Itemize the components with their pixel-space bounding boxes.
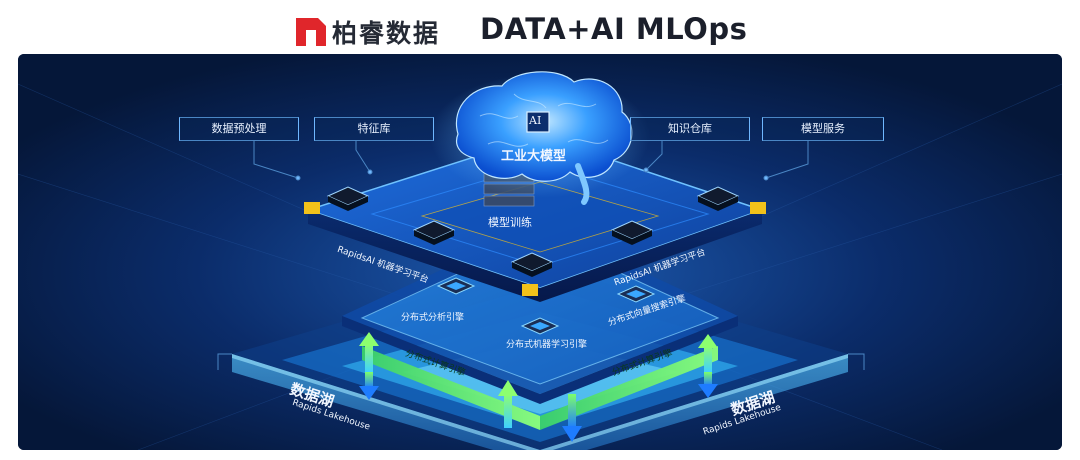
chip-ml-icon [520, 317, 560, 335]
cpu-chip-icon [412, 220, 456, 245]
flow-arrows [359, 332, 718, 442]
callout-connectors [217, 140, 865, 370]
arrow-up-icon [698, 334, 718, 372]
corner-block [522, 284, 538, 296]
arrow-down-icon [562, 394, 582, 442]
callout-model-service: 模型服务 [762, 117, 884, 141]
callout-feature-store: 特征库 [314, 117, 434, 141]
arrow-up-icon [359, 332, 379, 372]
product-name: DATA+AI MLOps [480, 12, 748, 46]
architecture-diagram [18, 54, 1062, 450]
corner-block [750, 202, 766, 214]
arrow-down-icon [359, 372, 379, 400]
header: 柏睿数据 DATA+AI MLOps [0, 0, 1080, 58]
callout-knowledge-base: 知识仓库 [630, 117, 750, 141]
arrow-up-icon [498, 380, 518, 428]
brand-name: 柏睿数据 [332, 19, 441, 48]
brand-logo-icon [296, 18, 326, 46]
chip-analysis-icon [436, 277, 476, 295]
platform-layer [304, 135, 766, 302]
model-training-label: 模型训练 [488, 216, 532, 229]
cpu-chip-icon [696, 186, 740, 211]
engine-layer [342, 224, 738, 430]
engine-chips [436, 277, 656, 335]
platform-chips [326, 186, 740, 277]
ai-chip-label: AI [529, 114, 542, 127]
corner-block [304, 202, 320, 214]
cpu-chip-icon [326, 186, 370, 211]
chip-vector-icon [616, 285, 656, 303]
arrow-down-icon [698, 372, 718, 398]
engine-analysis-label: 分布式分析引擎 [401, 313, 465, 323]
engine-ml-label: 分布式机器学习引擎 [506, 340, 588, 350]
compute-band-right [540, 346, 718, 430]
ai-chip-icon [526, 111, 550, 133]
architecture-panel: 数据预处理 特征库 知识仓库 模型服务 AI 工业大模型 模型训练 Rapids… [18, 54, 1062, 450]
brain-icon [430, 71, 650, 205]
model-title: 工业大模型 [501, 149, 567, 164]
cpu-chip-icon [610, 220, 654, 245]
compute-band-left [362, 346, 540, 430]
cpu-chip-icon [510, 252, 554, 277]
callout-preprocess: 数据预处理 [179, 117, 299, 141]
